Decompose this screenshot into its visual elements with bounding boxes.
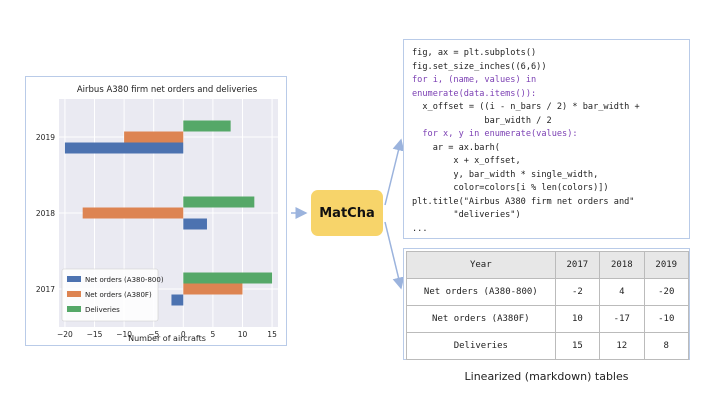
legend-label: Net orders (A380-800): [85, 276, 164, 284]
table-header-cell: 2018: [599, 251, 645, 279]
legend-box: [61, 268, 159, 322]
legend-label: Deliveries: [85, 306, 120, 314]
arrow-matcha-to-code: [384, 138, 405, 206]
y-tick-label: 2018: [36, 209, 55, 218]
matcha-model-box: MatCha: [311, 190, 383, 236]
bar: [183, 272, 273, 284]
legend-swatch: [67, 291, 81, 297]
caption: Linearized (markdown) tables: [464, 370, 629, 383]
chart-panel: −20 −15 −10 −5 0 5 10 15 2017 2018 2019 Airbus A38…: [25, 76, 287, 346]
code-line: fig, ax = plt.subplots(): [412, 48, 537, 58]
table-cell: -10: [643, 305, 690, 333]
legend-label: Net orders (A380F): [85, 291, 152, 299]
y-tick-label: 2017: [36, 285, 55, 294]
x-tick-label: 10: [238, 330, 248, 339]
code-line: fig.set_size_inches((6,6)): [412, 61, 547, 72]
bar: [183, 218, 207, 230]
bar: [64, 142, 184, 154]
table-cell: 4: [599, 278, 645, 306]
table-cell: -20: [643, 278, 690, 306]
table-cell: 12: [599, 332, 645, 360]
table-cell: -2: [554, 278, 601, 306]
code-line: x_offset = ((i - n_bars / 2) * bar_width…: [412, 102, 640, 112]
code-line: color=colors[i % len(colors)]): [412, 183, 609, 193]
table-cell: Net orders (A380F): [406, 305, 556, 333]
y-tick-label: 2019: [36, 133, 55, 142]
bar: [82, 207, 184, 219]
table-cell: 15: [554, 332, 601, 360]
table-header-cell: 2019: [643, 251, 690, 279]
chart-legend: Net orders (A380-800) Net orders (A380F) D…: [61, 268, 164, 322]
x-axis-label: Number of aircrafts: [128, 334, 206, 343]
table-cell: -17: [599, 305, 645, 333]
x-tick-label: −15: [87, 330, 103, 339]
bar-chart: −20 −15 −10 −5 0 5 10 15 2017 2018 2019 Airbus A38…: [36, 85, 278, 343]
table-cell: 8: [643, 332, 690, 360]
code-line: bar_width / 2: [412, 115, 552, 126]
chart-title: Airbus A380 firm net orders and deliveri…: [77, 85, 258, 95]
code-line: ...: [412, 223, 428, 234]
table-header-cell: 2017: [554, 251, 601, 279]
x-tick-label: −10: [116, 330, 132, 339]
x-tick-label: 0: [181, 330, 186, 339]
table-cell: 10: [554, 305, 601, 333]
code-line: "deliveries"): [412, 210, 521, 220]
code-line: enumerate(data.items()):: [412, 88, 537, 99]
x-tick-label: 5: [211, 330, 216, 339]
code-line: ar = ax.barh(: [412, 142, 500, 153]
arrow-matcha-to-table: [384, 221, 405, 290]
bar: [183, 283, 243, 295]
bar: [171, 294, 184, 306]
table-cell: Net orders (A380-800): [406, 278, 556, 306]
legend-swatch: [67, 306, 81, 312]
bar: [183, 196, 255, 208]
legend-swatch: [67, 276, 81, 282]
code-line: x + x_offset,: [412, 156, 521, 166]
table-cell: Deliveries: [406, 332, 556, 360]
x-tick-label: −20: [57, 330, 73, 339]
matcha-label: MatCha: [319, 205, 375, 221]
code-line: for x, y in enumerate(values):: [412, 129, 578, 139]
bar: [124, 131, 184, 143]
code-line: plt.title("Airbus A380 firm net orders a…: [412, 196, 635, 207]
code-snippet-box: fig, ax = plt.subplots() fig.set_size_inc…: [403, 39, 690, 239]
table-header-cell: Year: [406, 251, 556, 279]
table-row: Net orders (A380F)10-17-10: [406, 305, 690, 333]
code-line: y, bar_width * single_width,: [412, 169, 599, 180]
x-tick-label: 15: [267, 330, 277, 339]
code-line: for i, (name, values) in: [412, 75, 537, 85]
x-tick-label: −5: [148, 330, 159, 339]
bar: [183, 120, 231, 132]
